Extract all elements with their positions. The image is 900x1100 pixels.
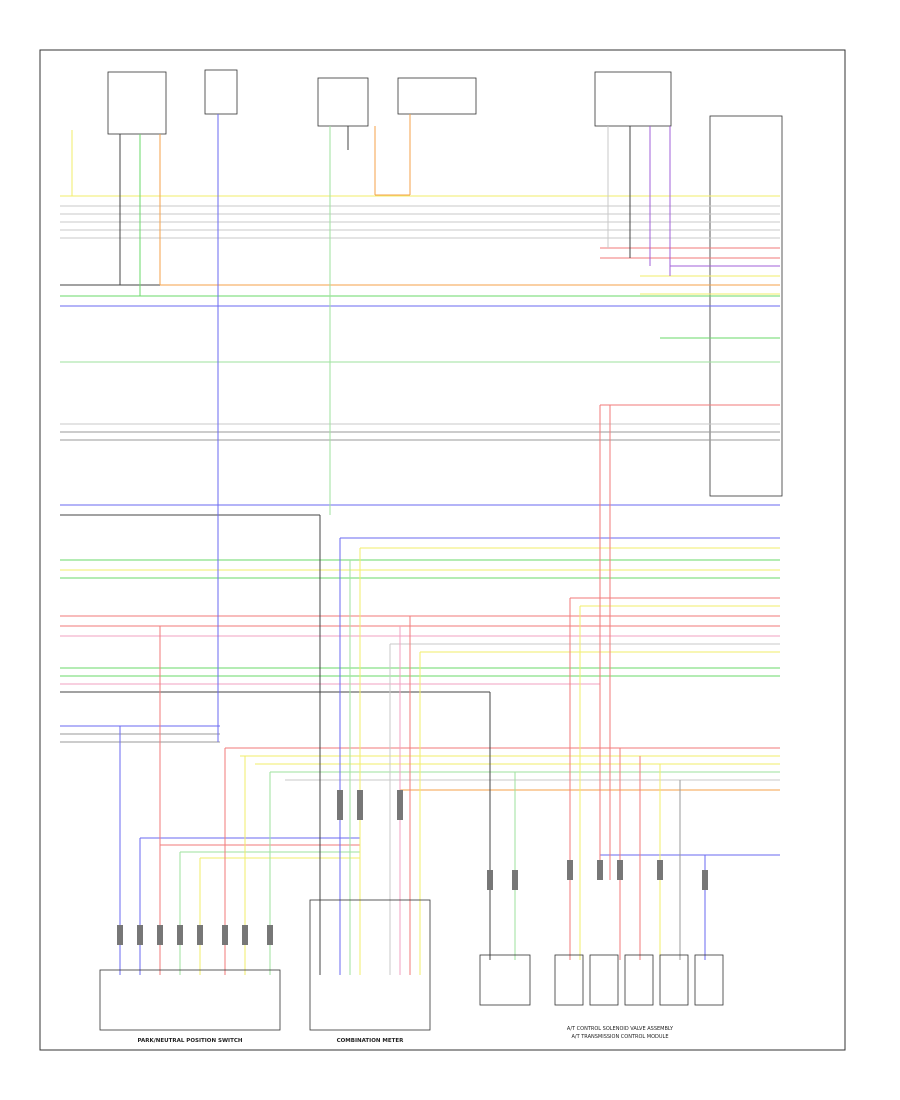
page-frame bbox=[39, 49, 846, 1051]
solenoid-valve-label: A/T CONTROL SOLENOID VALVE ASSEMBLY bbox=[567, 1026, 674, 1032]
bottom-component-boxes bbox=[99, 899, 724, 1031]
lower-wire-bundle bbox=[140, 747, 780, 859]
middle-wire-bundle bbox=[60, 537, 780, 743]
combination-meter-label: COMBINATION METER bbox=[337, 1038, 405, 1044]
pn-switch-label: PARK/NEUTRAL POSITION SWITCH bbox=[138, 1038, 243, 1044]
connector-pins bbox=[117, 790, 708, 945]
tcm-label: A/T TRANSMISSION CONTROL MODULE bbox=[572, 1034, 669, 1040]
upper-wire-bundle bbox=[60, 195, 780, 516]
vertical-wires bbox=[71, 114, 706, 975]
